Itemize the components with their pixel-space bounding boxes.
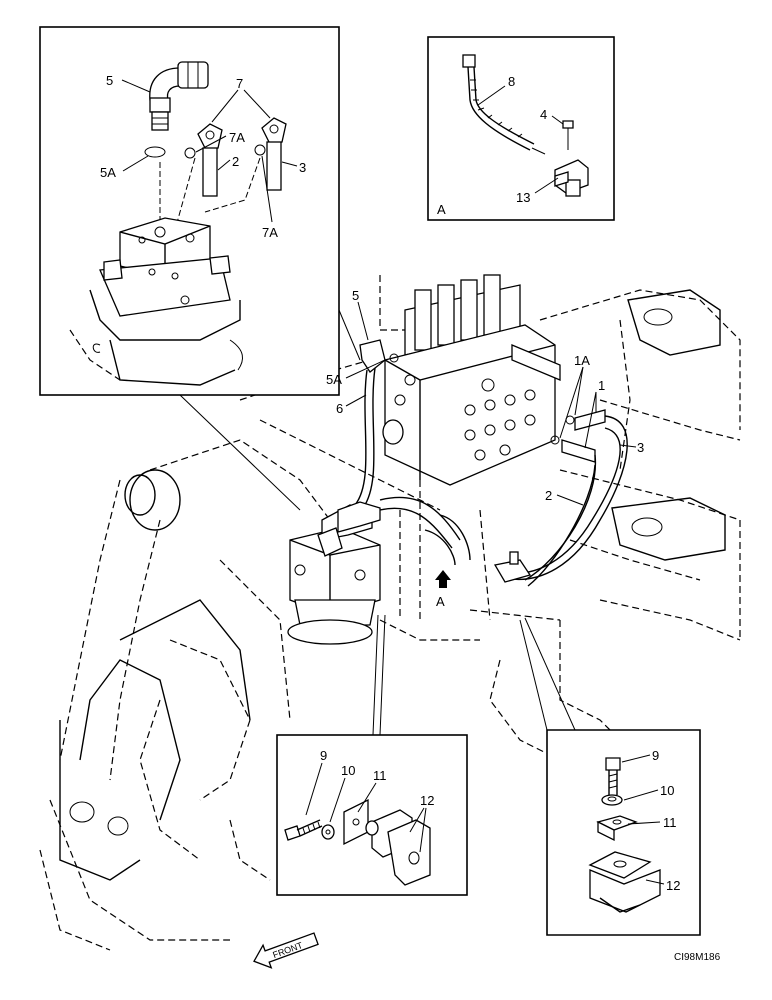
callout-top-5: 5 (106, 73, 113, 88)
callout-a-13: 13 (516, 190, 530, 205)
callout-top-7a-lower: 7A (262, 225, 278, 240)
callout-right-12: 12 (666, 878, 680, 893)
callout-a-8: 8 (508, 74, 515, 89)
main-callouts: 5 1A 1 5A 6 3 2 (326, 288, 644, 506)
callout-main-5: 5 (352, 288, 359, 303)
callout-left-12: 12 (420, 793, 434, 808)
callout-top-7a-upper: 7A (229, 130, 245, 145)
drawing-code: CI98M186 (674, 952, 721, 963)
detail-box-view-a: 8 4 13 A (427, 36, 615, 221)
callout-main-6: 6 (336, 401, 343, 416)
control-valve (359, 274, 606, 486)
detail-box-swing-motor-ports: 5 7 7A 5A 2 3 7A (39, 26, 361, 511)
callout-a-4: 4 (540, 107, 547, 122)
detail-box-clamp-left: 9 10 11 12 (276, 614, 468, 896)
callout-right-11: 11 (663, 815, 677, 830)
callout-left-10: 10 (341, 763, 355, 778)
callout-right-9: 9 (652, 748, 659, 763)
machine-frame (39, 275, 741, 951)
front-arrow: FRONT (253, 932, 319, 969)
callout-a-view-label: A (437, 202, 446, 217)
clamp-bracket-main (493, 551, 532, 583)
callout-main-5a: 5A (326, 372, 342, 387)
callout-main-1a: 1A (574, 353, 590, 368)
callout-left-11: 11 (373, 768, 387, 783)
callout-main-3: 3 (637, 440, 644, 455)
callout-right-10: 10 (660, 783, 674, 798)
callout-top-5a: 5A (100, 165, 116, 180)
callout-main-1: 1 (598, 378, 605, 393)
callout-left-9: 9 (320, 748, 327, 763)
callout-main-2: 2 (545, 488, 552, 503)
callout-top-3: 3 (299, 160, 306, 175)
callout-top-7: 7 (236, 76, 243, 91)
view-a-arrow: A (435, 570, 451, 609)
swing-motor (287, 501, 381, 645)
callout-top-2: 2 (232, 154, 239, 169)
hoses-main (354, 367, 628, 587)
callout-main-view-a: A (436, 594, 445, 609)
detail-box-clamp-right: 9 10 11 12 (519, 617, 701, 936)
